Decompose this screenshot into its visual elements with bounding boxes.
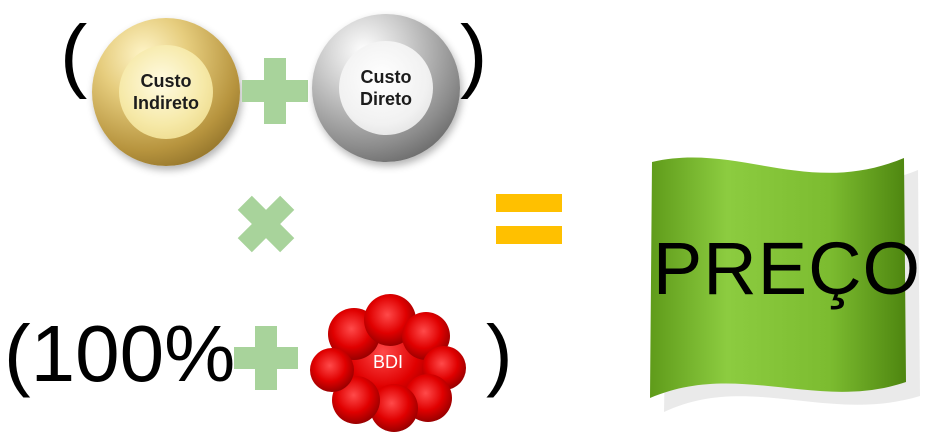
- direct-cost-inner: Custo Direto: [339, 41, 433, 135]
- indirect-cost-circle: Custo Indireto: [92, 18, 240, 166]
- indirect-cost-label: Custo Indireto: [133, 70, 199, 114]
- bdi-close-parenthesis: ): [486, 309, 513, 398]
- direct-cost-label: Custo Direto: [359, 66, 412, 110]
- price-banner: [650, 157, 920, 412]
- bdi-cloud-shape: [310, 294, 466, 432]
- indirect-cost-inner: Custo Indireto: [119, 45, 213, 139]
- bdi-label: BDI: [372, 352, 403, 372]
- open-parenthesis: (: [60, 9, 88, 100]
- equals-icon: [496, 194, 562, 244]
- price-label: PREÇO: [652, 227, 922, 310]
- multiply-icon: [237, 195, 295, 253]
- close-parenthesis: ): [460, 9, 488, 100]
- direct-cost-circle: Custo Direto: [312, 14, 460, 162]
- plus-icon: [234, 326, 298, 390]
- percent-term: (100%: [4, 309, 236, 398]
- plus-icon: [242, 58, 308, 124]
